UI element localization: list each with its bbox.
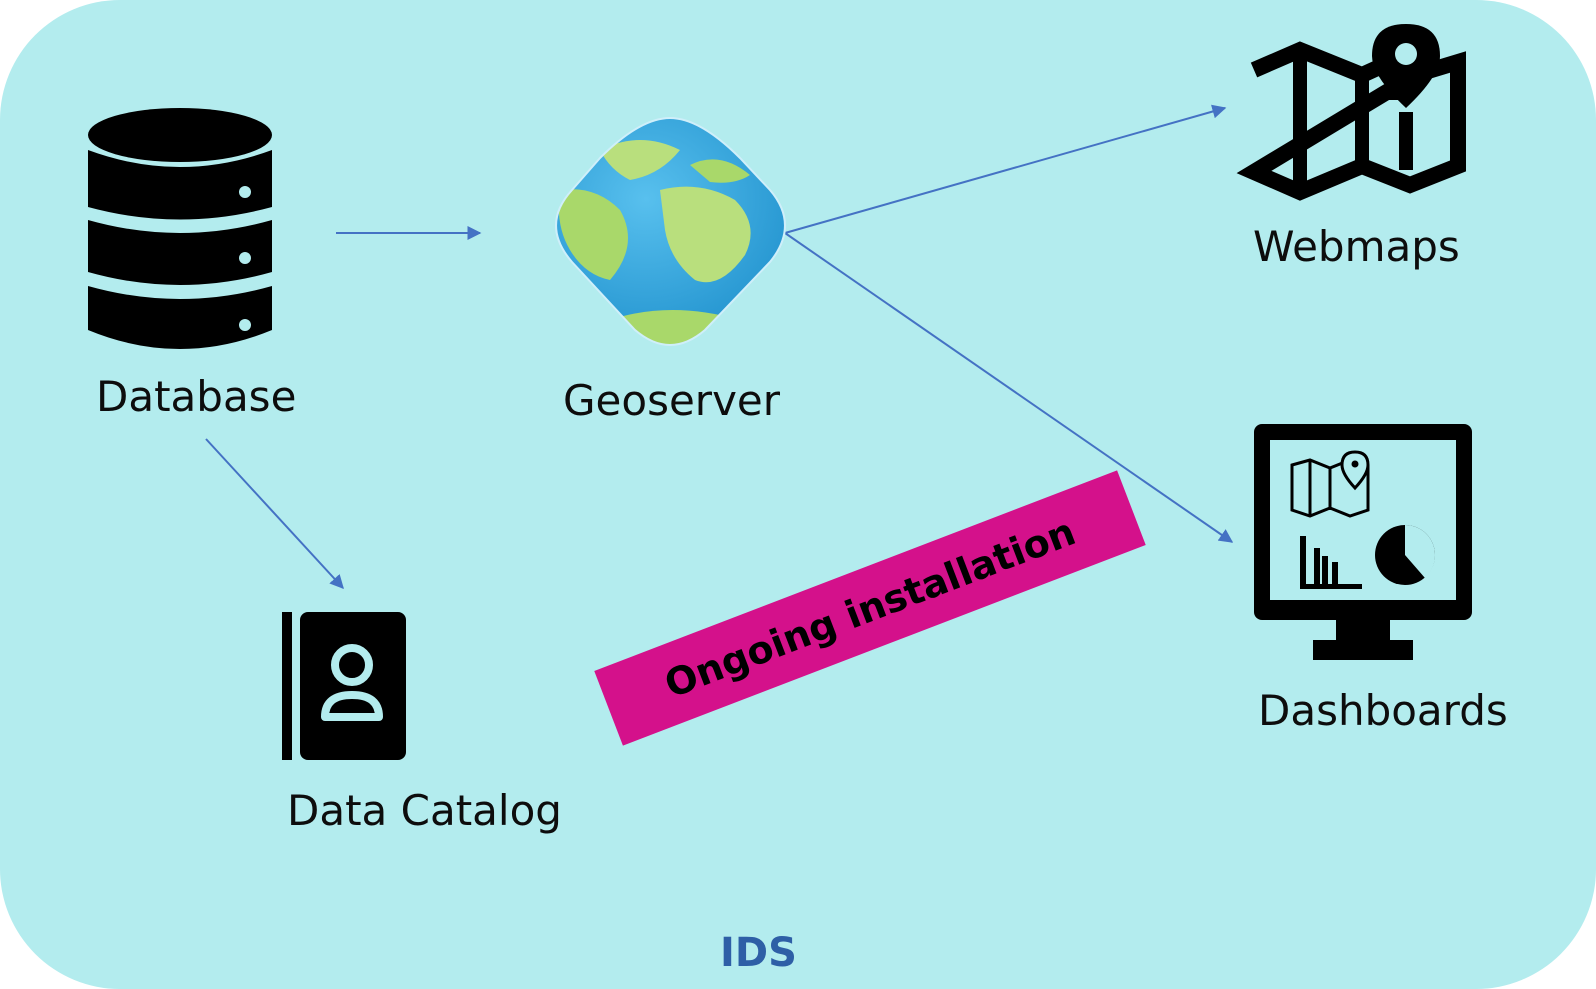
ids-label: IDS <box>720 930 797 976</box>
database-label: Database <box>96 372 297 421</box>
geoserver-label: Geoserver <box>563 376 781 425</box>
arrow-database-to-data-catalog <box>205 438 344 590</box>
dashboards-label: Dashboards <box>1258 686 1508 735</box>
arrow-geoserver-to-webmaps <box>784 104 1227 234</box>
webmaps-label: Webmaps <box>1253 222 1460 271</box>
data-catalog-label: Data Catalog <box>287 786 562 835</box>
arrow-geoserver-to-dashboards <box>784 232 1234 543</box>
